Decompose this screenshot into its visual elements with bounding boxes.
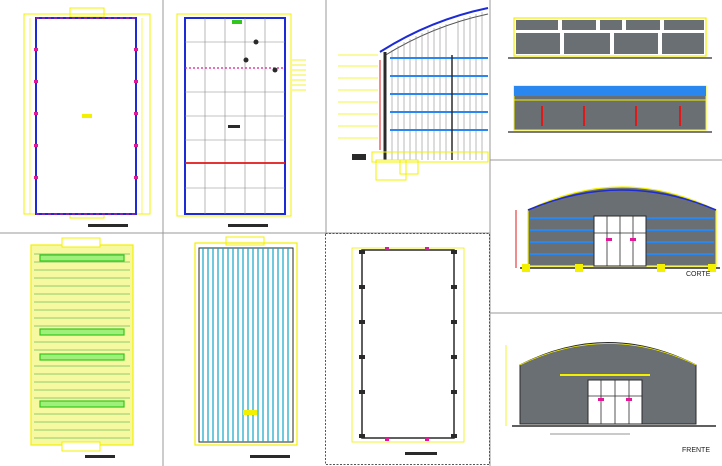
corte-title: CORTE — [686, 271, 711, 278]
frente-elevation-panel: FRENTE — [505, 342, 716, 454]
frente-title: FRENTE — [682, 447, 710, 454]
structural-grid-plan-panel — [176, 13, 306, 227]
roof-ribs-plan-panel — [194, 236, 298, 458]
wall-section-detail-panel — [338, 7, 489, 181]
floor-plan-outline-panel — [23, 7, 151, 227]
column-layout-plan-panel — [351, 247, 465, 455]
partition-plan-panel — [30, 237, 134, 458]
side-elevations-panel — [508, 17, 712, 133]
corte-section-panel: CORTE — [515, 186, 720, 278]
